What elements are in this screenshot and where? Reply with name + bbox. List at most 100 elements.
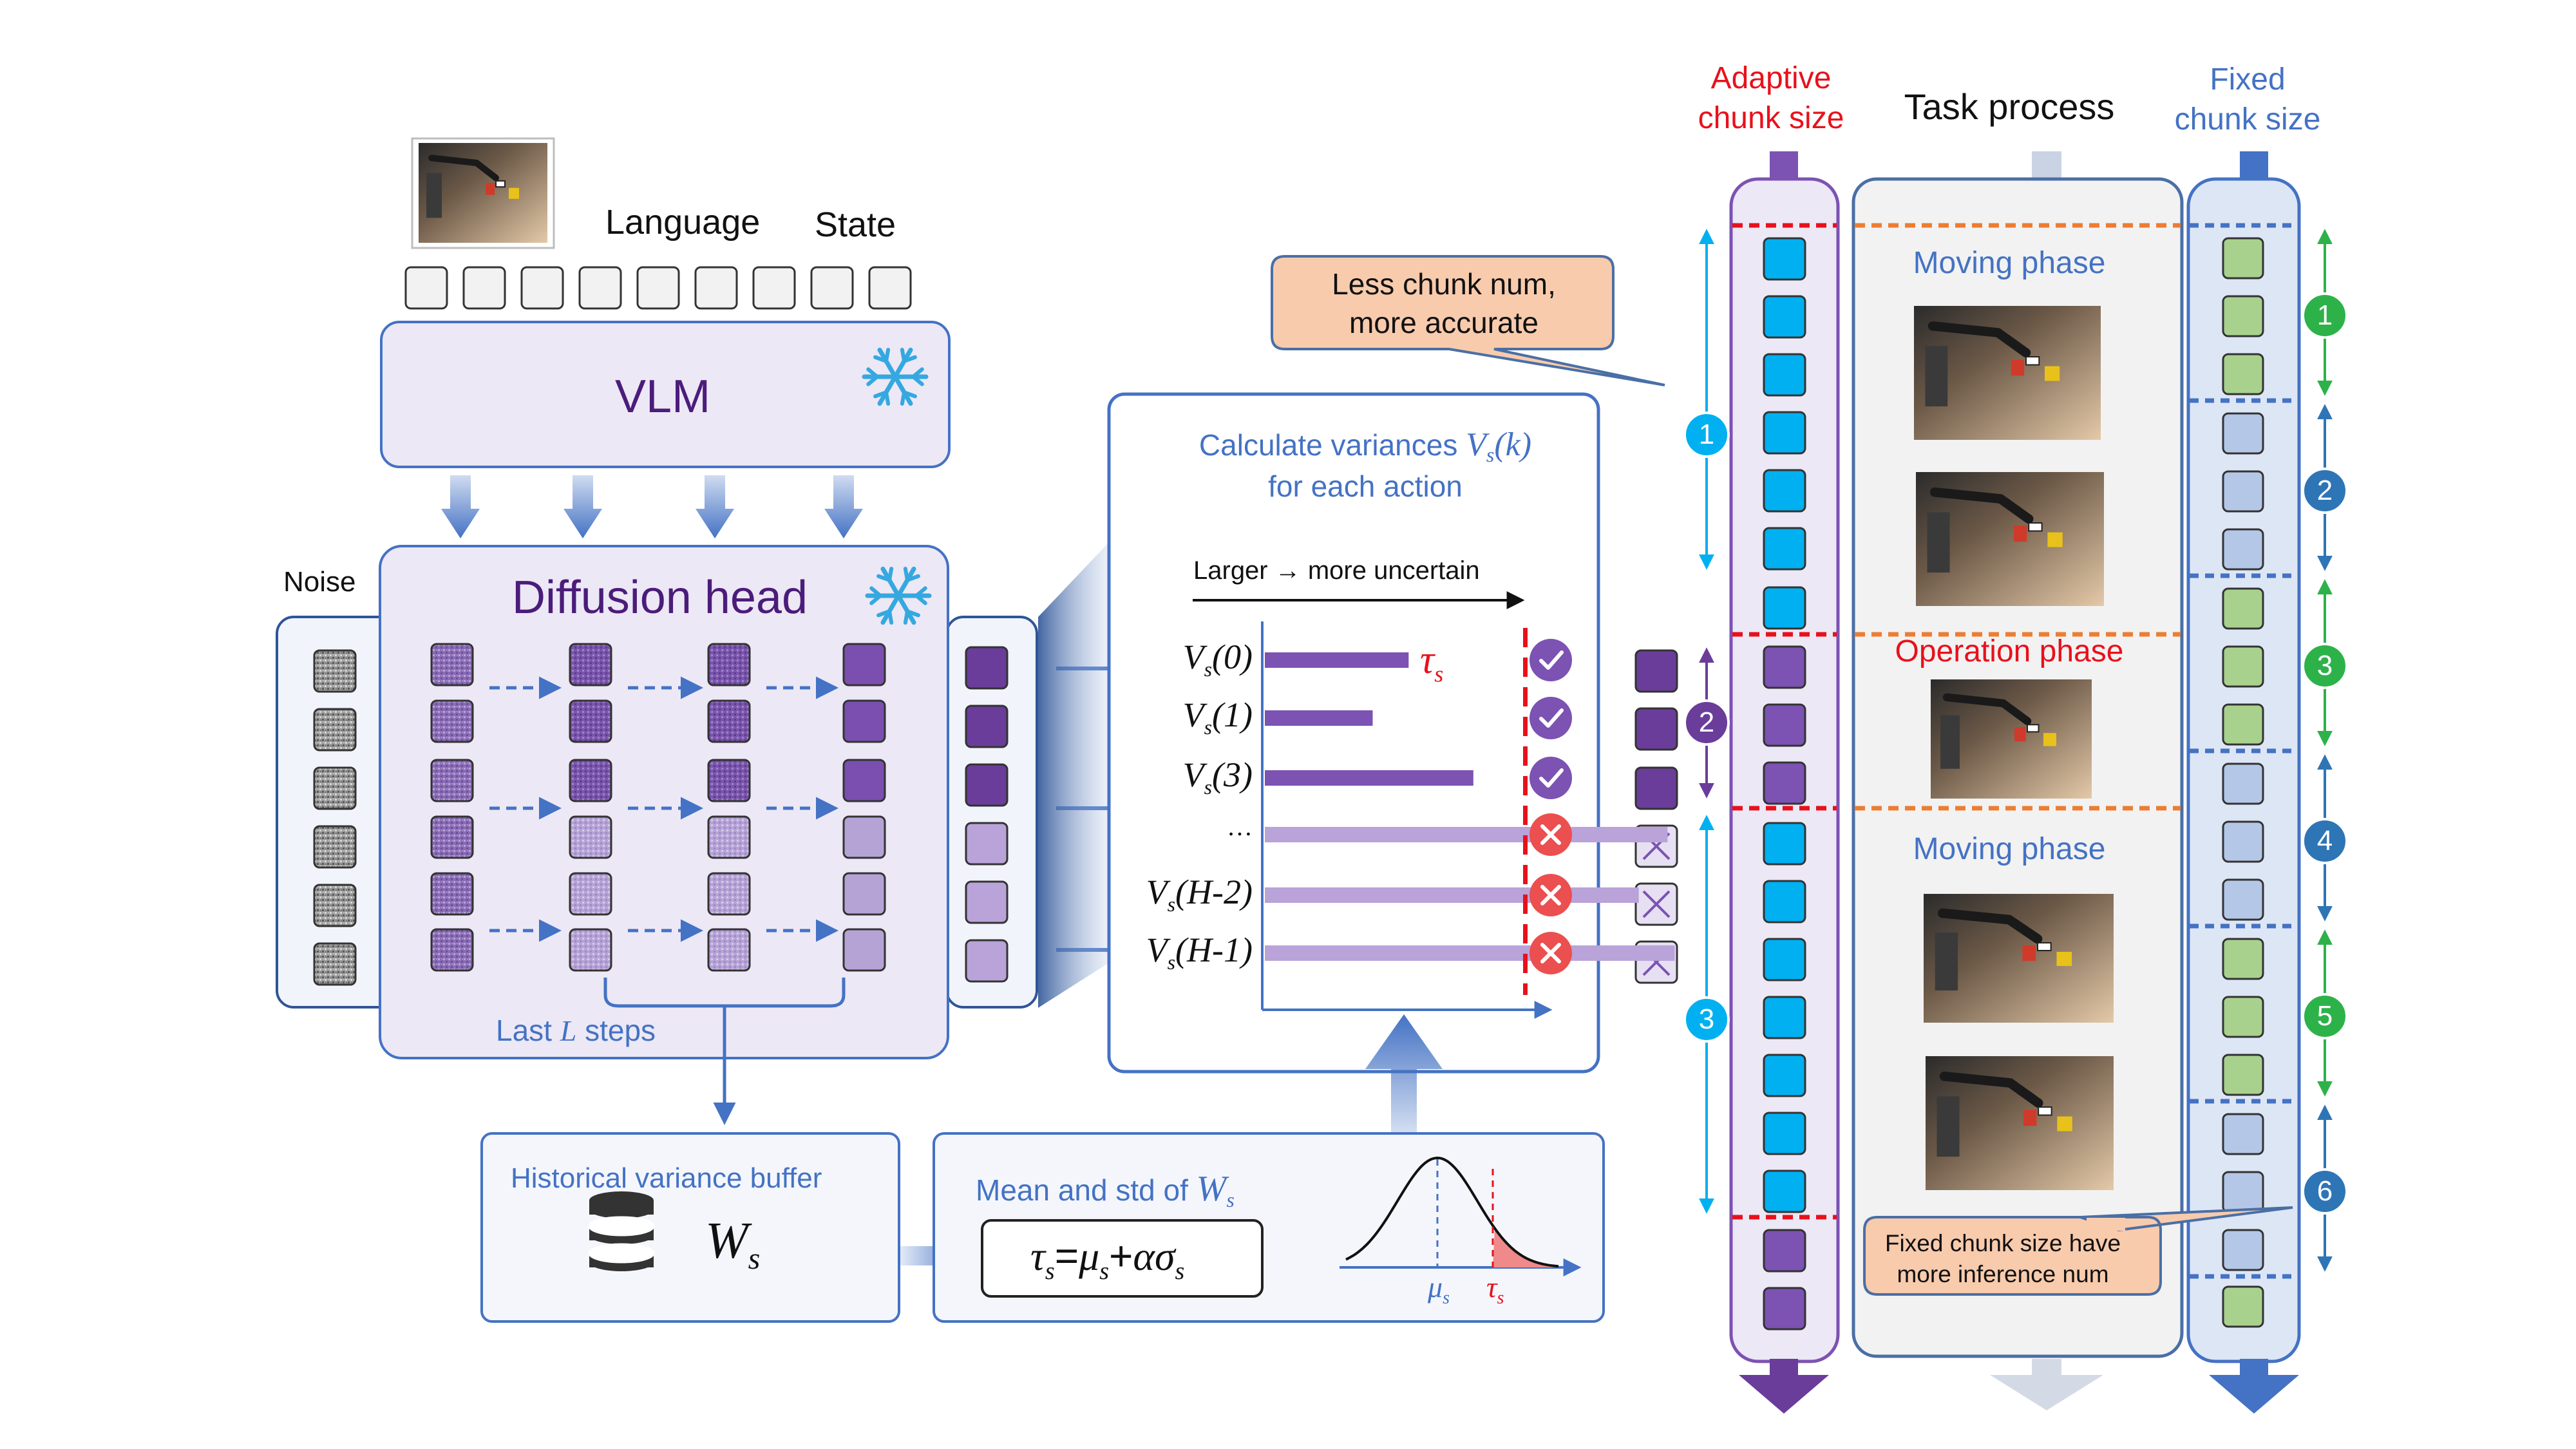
input-token <box>810 266 854 310</box>
diffusion-step-token <box>430 928 474 972</box>
input-photo <box>419 143 547 243</box>
meanstd-title: Mean and std of Ws <box>976 1171 1235 1210</box>
yellow-cube <box>2056 952 2072 966</box>
less-chunk-callout-line1: Less chunk num, <box>1332 267 1556 301</box>
adaptive-chunk-disc-number: 1 <box>1698 419 1715 450</box>
snow-branch <box>902 390 917 399</box>
calc-title-prefix: Calculate variances <box>1198 428 1466 462</box>
vlm-box <box>380 321 951 468</box>
row-label-arg: (1) <box>1212 696 1253 734</box>
robot-arm <box>1939 1071 2043 1108</box>
diffusion-step-token <box>842 815 886 859</box>
calc-title-math: V <box>1466 426 1486 463</box>
check-icon <box>1530 639 1572 681</box>
diffusion-snowflake-icon <box>865 566 932 625</box>
task-photo-4 <box>1924 894 2114 1023</box>
red-cube <box>486 183 495 195</box>
task-header: Task process <box>1904 86 2115 127</box>
input-token <box>868 266 912 310</box>
fixed-chunk-token <box>2222 996 2264 1038</box>
check-mark <box>1539 650 1564 670</box>
input-token <box>404 266 448 310</box>
noise-token <box>313 825 357 869</box>
input-token <box>520 266 564 310</box>
diffusion-step-token <box>707 759 751 802</box>
variance-row-label: … <box>1227 814 1253 844</box>
check-mark <box>1539 708 1564 728</box>
fixed-chunk-disc <box>2302 468 2348 514</box>
task-photo-1 <box>1914 306 2101 440</box>
red-cube <box>2014 727 2026 742</box>
variance-bar <box>1265 945 1675 961</box>
adaptive-chunk-token <box>1763 1287 1806 1331</box>
fixed-chunk-disc <box>2302 643 2348 689</box>
adaptive-chunk-token <box>1763 295 1806 339</box>
fixed-chunk-token <box>2222 587 2264 630</box>
marker-tag <box>2037 942 2052 951</box>
fixed-chunk-disc <box>2302 818 2348 864</box>
row-label-arg: … <box>1227 812 1253 841</box>
adaptive-chunk-token <box>1763 645 1806 689</box>
check-icon <box>1530 757 1572 799</box>
noise-token <box>313 649 357 693</box>
marker-tag <box>2025 356 2040 366</box>
adaptive-header-line1: Adaptive <box>1710 61 1832 95</box>
snow-branch <box>911 367 924 379</box>
marker-tag <box>2038 1106 2052 1116</box>
diffusion-step-token <box>569 759 612 802</box>
diffusion-step-token <box>430 815 474 859</box>
input-token <box>752 266 796 310</box>
database-icon <box>588 1191 655 1271</box>
dist-mu: μ <box>1428 1271 1443 1303</box>
fixed-callout-line1: Fixed chunk size have <box>1884 1230 2121 1256</box>
phase-moving-1: Moving phase <box>1913 246 2106 280</box>
selected-action-token <box>1634 649 1678 693</box>
input-token <box>462 266 506 310</box>
buffer-symbol: Ws <box>705 1215 760 1274</box>
snow-branch <box>876 574 891 582</box>
adaptive-chunk-token <box>1763 996 1806 1039</box>
snow-arm <box>877 347 898 379</box>
formula-mu: μ <box>1079 1233 1100 1279</box>
db-top <box>588 1216 655 1236</box>
diffusion-step-token <box>842 643 886 687</box>
phase-moving-2: Moving phase <box>1913 832 2106 866</box>
fixed-chunk-disc-number: 6 <box>2316 1175 2333 1207</box>
fixed-chunk-token <box>2222 1285 2264 1328</box>
last-steps-prefix: Last <box>496 1014 560 1047</box>
row-label-arg: (3) <box>1212 755 1253 794</box>
fixed-chunk-token <box>2222 762 2264 805</box>
noise-label: Noise <box>283 566 356 598</box>
formula-tau-sub: s <box>1045 1257 1055 1285</box>
fixed-chunk-disc-number: 1 <box>2316 299 2333 331</box>
snow-arm <box>893 347 913 379</box>
fixed-bottom-arrow <box>2209 1359 2299 1414</box>
cross-icon <box>1530 813 1572 856</box>
fixed-header-line2: chunk size <box>2174 102 2321 137</box>
check-icon <box>1530 697 1572 739</box>
red-cube <box>2023 1110 2037 1126</box>
robot-arm <box>1938 908 2043 944</box>
diffusion-step-token <box>707 815 751 859</box>
adaptive-chunk-token <box>1763 1054 1806 1097</box>
robot-arm <box>428 155 499 182</box>
fixed-chunk-disc <box>2302 292 2348 339</box>
state-label: State <box>815 205 896 244</box>
fixed-chunk-disc <box>2302 1168 2348 1215</box>
fixed-chunk-token <box>2222 820 2264 863</box>
input-token <box>694 266 738 310</box>
variance-row-label: Vs(H-2) <box>1146 875 1253 914</box>
less-chunk-callout-line2: more accurate <box>1349 306 1539 339</box>
buffer-title: Historical variance buffer <box>511 1162 822 1194</box>
row-label-arg: (0) <box>1212 638 1253 676</box>
robot-base <box>1927 512 1950 573</box>
adaptive-chunk-token <box>1763 761 1806 805</box>
diffusion-step-token <box>842 872 886 916</box>
dist-mu-sub: s <box>1443 1288 1450 1309</box>
row-label-sub: s <box>1204 657 1213 681</box>
adaptive-chunk-token <box>1763 527 1806 571</box>
cross-mark <box>1540 943 1561 963</box>
fixed-callout-line2: more inference num <box>1897 1261 2109 1287</box>
diffusion-step-token <box>842 928 886 972</box>
diffusion-step-token <box>707 699 751 743</box>
